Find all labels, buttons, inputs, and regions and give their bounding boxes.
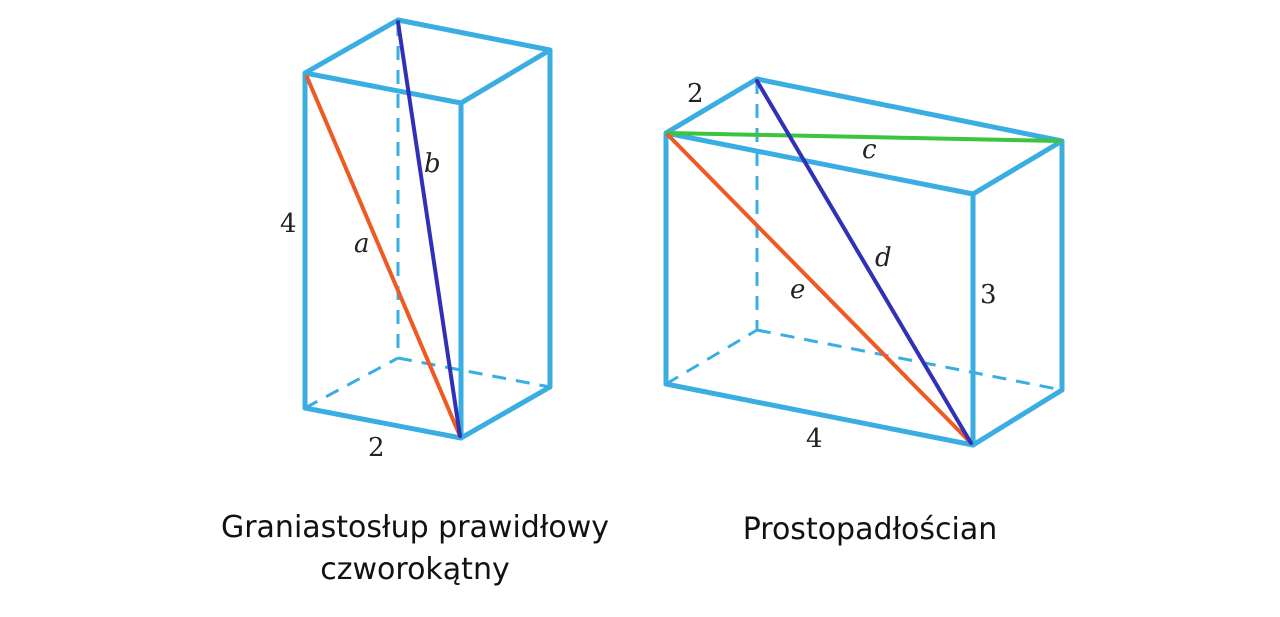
right-diagonal-d — [755, 79, 973, 445]
right-diagonal-c — [666, 131, 1062, 143]
right-height-label: 3 — [980, 280, 997, 310]
right-caption: Prostopadłościan — [690, 509, 1050, 551]
right-diag-d-label: d — [875, 243, 892, 273]
right-diag-e-label: e — [790, 275, 805, 305]
left-edge-bottom-right — [458, 384, 553, 441]
left-diag-a-label: a — [354, 229, 370, 259]
left-edge-bottom-front — [302, 405, 464, 441]
right-diag-c-label: c — [862, 135, 877, 165]
left-hidden-edge-back-right — [397, 356, 551, 389]
right-diagonal-e — [666, 133, 973, 445]
right-hidden-edge-back-left — [665, 328, 758, 386]
left-diag-b-label: b — [424, 149, 441, 179]
left-base-label: 2 — [368, 433, 385, 463]
left-prism: 4 2 a b — [280, 17, 553, 463]
left-diagonal-b — [396, 20, 462, 438]
right-caption-text: Prostopadłościan — [742, 512, 998, 547]
right-hidden-edge-back-right — [756, 328, 1063, 392]
right-depth-label: 2 — [687, 79, 704, 109]
left-caption-line1: Graniastosłup prawidłowy — [220, 510, 610, 545]
right-edge-bottom-front — [663, 381, 976, 448]
right-edge-bottom-right — [970, 387, 1065, 448]
left-diagonal-a — [305, 75, 462, 438]
left-caption: Graniastosłup prawidłowy czworokątny — [195, 507, 635, 591]
left-hidden-edge-back-left — [304, 356, 399, 410]
right-cuboid: 2 4 3 c d e — [663, 76, 1065, 454]
right-width-label: 4 — [806, 424, 823, 454]
left-height-label: 4 — [280, 209, 297, 239]
left-top-face — [302, 17, 553, 106]
left-caption-line2: czworokątny — [320, 552, 510, 587]
